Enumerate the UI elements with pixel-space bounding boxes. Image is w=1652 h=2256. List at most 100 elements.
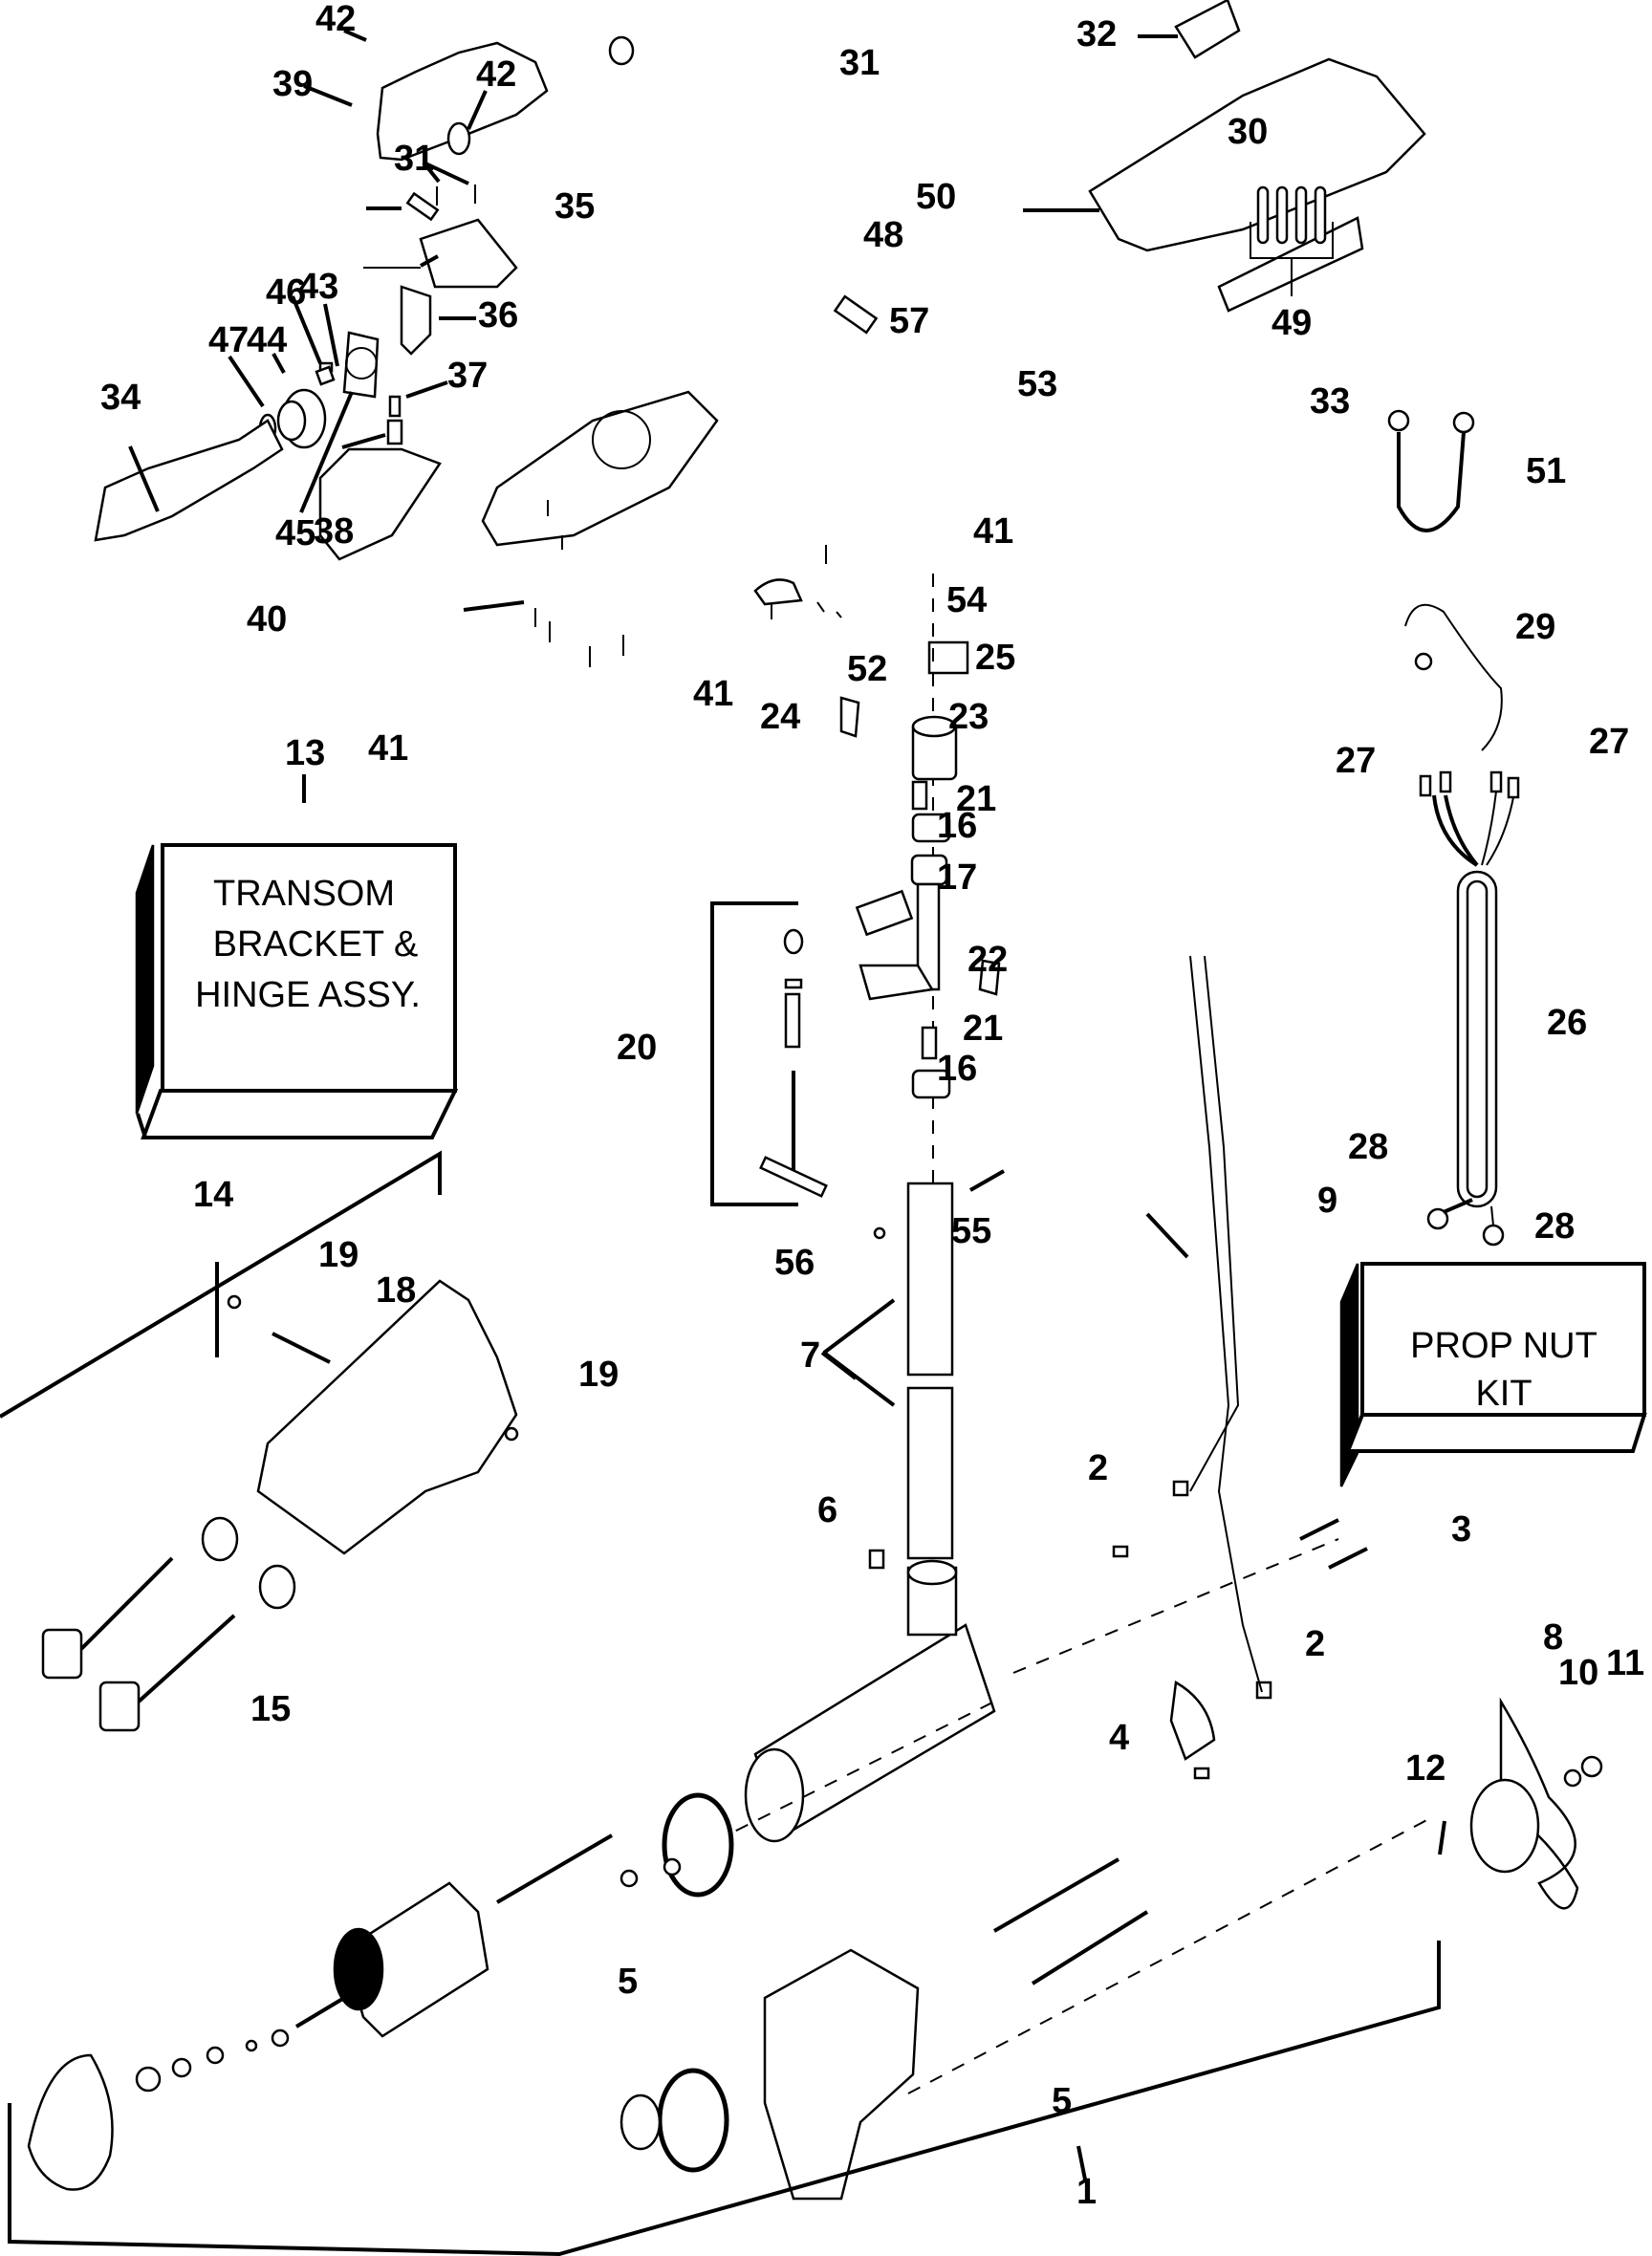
part-25-cord-clamp <box>927 640 969 675</box>
callout-23: 23 <box>948 697 989 737</box>
callout-55: 55 <box>951 1211 991 1251</box>
callout-32: 32 <box>1076 14 1117 54</box>
callout-52: 52 <box>847 649 887 689</box>
part-48-circuit-board <box>363 218 518 289</box>
callout-30: 30 <box>1228 112 1268 152</box>
transom-box-line-3: HINGE ASSY. <box>195 975 421 1015</box>
callout-51: 51 <box>1526 451 1566 491</box>
callout-labels: 42 39 42 31 31 50 35 48 57 36 46 43 47 4… <box>100 0 1644 2212</box>
callout-46: 46 <box>266 272 306 313</box>
callout-14: 14 <box>193 1175 233 1215</box>
part-16-bushing-lower <box>911 1069 951 1099</box>
callout-27: 27 <box>1589 722 1629 762</box>
callout-26: 26 <box>1547 1003 1587 1043</box>
part-53-motor-head-base <box>481 390 719 547</box>
callout-11: 11 <box>1606 1643 1644 1683</box>
callout-20: 20 <box>617 1028 657 1068</box>
callout-1: 1 <box>1076 2172 1097 2212</box>
part-45-gasket <box>342 331 380 399</box>
callout-18: 18 <box>376 1270 416 1311</box>
part-7-shaft <box>820 1182 954 1560</box>
part-49-fuses <box>1250 185 1334 296</box>
part-34-tiller-handle <box>94 419 284 542</box>
callout-35: 35 <box>554 186 595 227</box>
callout-17: 17 <box>937 857 977 898</box>
callout-8: 8 <box>1543 1617 1563 1658</box>
callout-28: 28 <box>1348 1127 1388 1167</box>
callout-24: 24 <box>760 697 800 737</box>
part-6-set-screw <box>868 1549 885 1570</box>
callout-41: 41 <box>368 728 408 769</box>
callout-47: 47 <box>208 320 249 360</box>
part-5-o-ring-lower <box>657 2068 729 2173</box>
callout-9: 9 <box>1317 1181 1337 1221</box>
callout-21: 21 <box>956 779 996 819</box>
part-32-decal <box>1174 0 1241 59</box>
part-18-pin <box>272 1332 331 1364</box>
callout-43: 43 <box>298 267 338 307</box>
part-31-screws-left <box>436 184 476 206</box>
part-armature <box>294 1833 614 2038</box>
callout-5: 5 <box>1052 2081 1072 2121</box>
part-5-o-ring-upper <box>662 1792 734 1898</box>
callout-15: 15 <box>250 1689 291 1729</box>
part-11-prop-nut <box>1580 1755 1603 1778</box>
callout-42: 42 <box>476 54 516 95</box>
prop-nut-kit-box: PROP NUT KIT <box>1339 1262 1647 1487</box>
part-40-lower-housing <box>318 447 442 561</box>
callout-31: 31 <box>839 43 880 83</box>
callout-56: 56 <box>774 1243 815 1283</box>
callout-45: 45 <box>275 513 315 553</box>
part-15-clamp-screws <box>41 1516 296 1732</box>
callout-38: 38 <box>314 511 354 552</box>
callout-29: 29 <box>1515 607 1555 647</box>
part-44-bushing <box>276 388 327 449</box>
part-39-top-cover <box>376 41 549 162</box>
callout-39: 39 <box>272 64 313 104</box>
callout-25: 25 <box>975 638 1015 678</box>
part-55-screw <box>969 1169 1005 1192</box>
part-57-plate <box>833 294 879 335</box>
part-56-nut <box>873 1226 886 1240</box>
part-29-cord <box>1404 603 1503 751</box>
part-front-housing <box>763 1948 920 2201</box>
callout-57: 57 <box>889 301 929 341</box>
part-motor-housing <box>744 1559 996 1843</box>
part-19-retaining-ring-right <box>504 1426 519 1442</box>
callout-40: 40 <box>247 599 287 640</box>
callout-31: 31 <box>394 139 434 179</box>
callout-37: 37 <box>447 356 488 396</box>
prop-nut-box-line-1: PROP NUT <box>1410 1326 1598 1366</box>
part-37-spring <box>388 395 402 418</box>
part-24-knob <box>839 696 860 738</box>
part-35-switch <box>405 191 440 222</box>
part-22-knob <box>978 959 1001 996</box>
callout-3: 3 <box>1451 1509 1471 1550</box>
callout-36: 36 <box>478 295 518 336</box>
part-20-depth-collar-parts <box>710 901 828 1206</box>
callout-27: 27 <box>1336 741 1376 781</box>
part-4-brush-plate <box>1169 1680 1216 1761</box>
callout-19: 19 <box>318 1235 359 1275</box>
callout-34: 34 <box>100 378 141 418</box>
part-through-bolts <box>993 1857 1149 1985</box>
callout-42: 42 <box>315 0 356 39</box>
part-38-plunger <box>386 419 403 445</box>
transom-bracket-box: TRANSOM BRACKET & HINGE ASSY. <box>135 843 459 1139</box>
part-12-drive-pin <box>1438 1820 1446 1855</box>
callout-4: 4 <box>1109 1718 1129 1758</box>
callout-7: 7 <box>800 1335 820 1376</box>
callout-13: 13 <box>285 733 325 773</box>
callout-53: 53 <box>1017 364 1057 404</box>
transom-box-line-1: TRANSOM <box>213 874 395 914</box>
part-27-terminals <box>1419 770 1520 799</box>
callout-12: 12 <box>1405 1748 1446 1789</box>
part-23-collar <box>911 715 958 781</box>
part-28-ring-terminals <box>1426 1198 1505 1247</box>
transom-box-line-2: BRACKET & <box>213 924 419 965</box>
leader-lines <box>128 29 1178 612</box>
part-2-connectors <box>1112 1480 1272 1780</box>
part-lead-wires <box>1189 955 1263 1693</box>
part-42-clip-top <box>608 35 635 66</box>
